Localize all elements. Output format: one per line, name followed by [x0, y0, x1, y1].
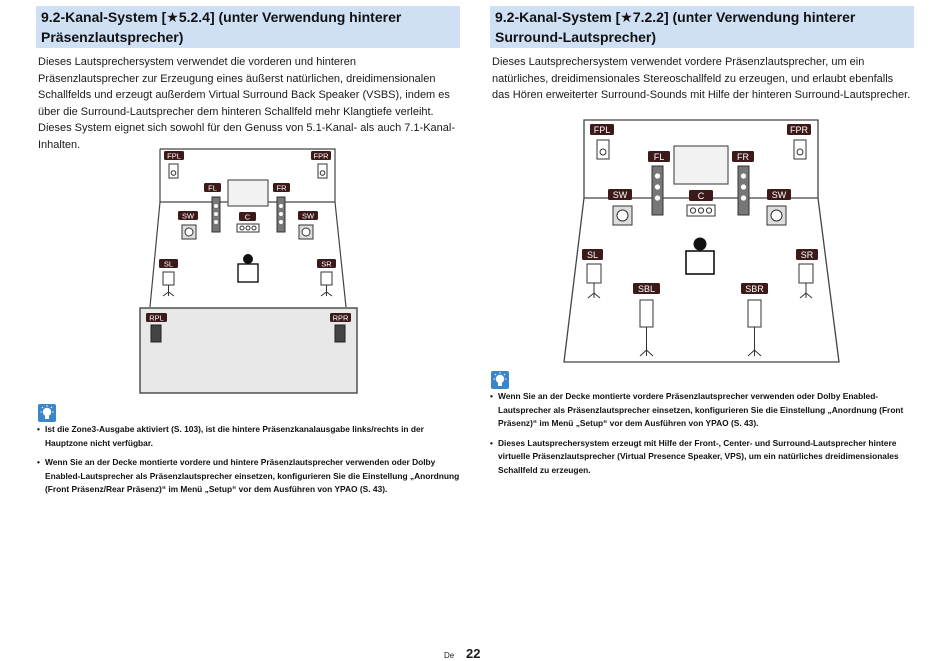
svg-text:FL: FL: [654, 152, 665, 162]
left-body-text: Dieses Lautsprechersystem verwendet die …: [38, 56, 455, 151]
right-speaker-diagram: FPL FPR FL FR SW SW C: [563, 119, 840, 363]
footer-language: De: [444, 651, 455, 660]
speaker-fr-right: FR: [732, 151, 754, 216]
svg-text:SL: SL: [587, 250, 598, 260]
svg-text:FPL: FPL: [167, 151, 181, 160]
left-heading: 9.2-Kanal-System [★5.2.4] (unter Verwend…: [36, 6, 460, 48]
speaker-rpl-left: RPL: [146, 313, 167, 343]
speaker-fpl-left: FPL: [164, 151, 184, 179]
left-note-item: Wenn Sie an der Decke montierte vordere …: [37, 456, 461, 497]
speaker-c-left: C: [236, 212, 260, 233]
svg-text:FL: FL: [208, 183, 217, 192]
right-heading: 9.2-Kanal-System [★7.2.2] (unter Verwend…: [490, 6, 914, 48]
speaker-fr-left: FR: [273, 183, 290, 233]
svg-text:FR: FR: [737, 152, 749, 162]
left-note-item: Ist die Zone3-Ausgabe aktiviert (S. 103)…: [37, 423, 461, 450]
right-notes-list: Wenn Sie an der Decke montierte vordere …: [490, 390, 914, 483]
svg-text:SW: SW: [302, 211, 315, 220]
tip-lightbulb-icon-right: [491, 371, 509, 389]
right-note-item: Dieses Lautsprechersystem erzeugt mit Hi…: [490, 437, 914, 478]
speaker-fl-right: FL: [648, 151, 670, 216]
speaker-sw1-right: SW: [608, 189, 633, 226]
speaker-fpr-right: FPR: [787, 124, 811, 160]
svg-text:FPR: FPR: [314, 151, 330, 160]
svg-text:FR: FR: [277, 183, 288, 192]
speaker-sw1-left: SW: [178, 211, 198, 240]
speaker-sw2-left: SW: [298, 211, 318, 240]
speaker-rpr-left: RPR: [330, 313, 351, 343]
tip-lightbulb-icon-left: [38, 404, 56, 422]
speaker-sr-left: SR: [317, 259, 336, 297]
speaker-c-right: C: [686, 190, 716, 217]
page-number: 22: [466, 646, 481, 661]
svg-text:RPL: RPL: [149, 313, 164, 322]
speaker-fpr-left: FPR: [311, 151, 331, 179]
left-speaker-diagram: FPL FPR FL FR SW SW C: [139, 148, 358, 394]
svg-text:SW: SW: [772, 190, 787, 200]
svg-text:SL: SL: [164, 259, 173, 268]
right-column: 9.2-Kanal-System [★7.2.2] (unter Verwend…: [490, 6, 914, 104]
listener-left: [237, 254, 259, 283]
svg-text:FPR: FPR: [790, 125, 809, 135]
svg-text:SBR: SBR: [745, 284, 764, 294]
speaker-sr-right: SR: [796, 249, 818, 299]
svg-text:SR: SR: [321, 259, 332, 268]
svg-text:RPR: RPR: [333, 313, 349, 322]
speaker-sl-right: SL: [582, 249, 603, 299]
svg-text:SBL: SBL: [638, 284, 655, 294]
svg-text:C: C: [245, 212, 251, 221]
speaker-sbr-right: SBR: [741, 283, 768, 357]
svg-text:SW: SW: [613, 190, 628, 200]
speaker-fpl-right: FPL: [590, 124, 614, 160]
right-note-item: Wenn Sie an der Decke montierte vordere …: [490, 390, 914, 431]
speaker-sbl-right: SBL: [633, 283, 660, 357]
svg-text:SR: SR: [801, 250, 814, 260]
speaker-sl-left: SL: [159, 259, 178, 297]
left-column: 9.2-Kanal-System [★5.2.4] (unter Verwend…: [36, 6, 460, 153]
svg-text:FPL: FPL: [594, 125, 611, 135]
svg-text:C: C: [698, 191, 705, 201]
left-notes-list: Ist die Zone3-Ausgabe aktiviert (S. 103)…: [37, 423, 461, 503]
speaker-sw2-right: SW: [766, 189, 791, 226]
listener-right: [685, 237, 715, 275]
svg-text:SW: SW: [182, 211, 195, 220]
right-body-text: Dieses Lautsprechersystem verwendet vord…: [492, 56, 911, 101]
speaker-fl-left: FL: [204, 183, 221, 233]
